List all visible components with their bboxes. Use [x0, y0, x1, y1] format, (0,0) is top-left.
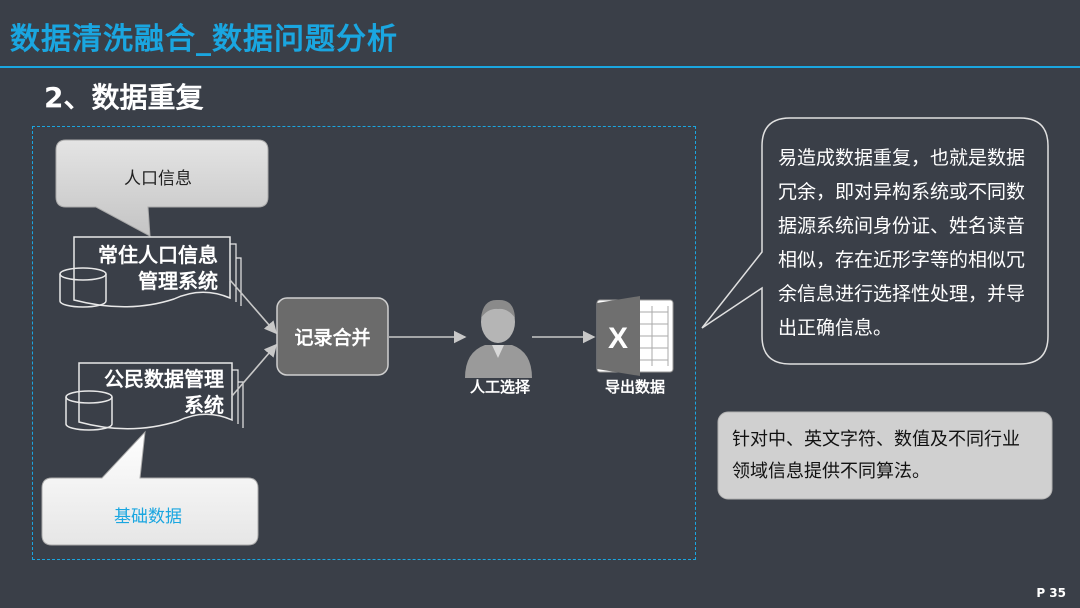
system2-document [78, 362, 244, 430]
diagram-frame [32, 126, 696, 560]
system1-label-line1: 常住人口信息 [98, 243, 218, 267]
person-label: 人工选择 [469, 378, 530, 396]
arrow-system2-merge [231, 343, 278, 397]
description-bubble [701, 117, 1049, 365]
population-callout [55, 139, 269, 237]
note-line-1: 针对中、英文字符、数值及不同行业 [732, 429, 1020, 450]
system1-label: 常住人口信息 管理系统 [92, 242, 218, 294]
bubble-line-1: 易造成数据重复，也就是数据 [778, 147, 1026, 169]
bubble-line-2: 冗余，即对异构系统或不同数 [778, 181, 1026, 203]
note-line-2: 领域信息提供不同算法。 [732, 461, 930, 482]
page-number: P 35 [1036, 586, 1066, 600]
system2-label-line1: 公民数据管理 [104, 367, 224, 391]
person-icon [465, 299, 532, 378]
base-data-label: 基础数据 [114, 507, 182, 527]
svg-text:X: X [608, 322, 628, 355]
bubble-line-5: 余信息进行选择性处理，并导 [778, 283, 1026, 305]
system1-document [73, 236, 242, 308]
base-data-callout [41, 430, 259, 546]
note-box-text: 针对中、英文字符、数值及不同行业 领域信息提供不同算法。 [732, 424, 1020, 488]
slide-title: 数据清洗融合_数据问题分析 [10, 22, 398, 57]
system2-label: 公民数据管理 系统 [100, 366, 224, 418]
bubble-line-6: 出正确信息。 [778, 317, 893, 339]
system2-database-icon [65, 390, 113, 431]
arrow-system1-merge [229, 279, 278, 335]
system1-database-icon [59, 267, 107, 308]
excel-icon: X [596, 296, 674, 376]
system2-label-line2: 系统 [184, 393, 224, 417]
bubble-line-4: 相似，存在近形字等的相似冗 [778, 249, 1026, 271]
merge-box [276, 297, 389, 376]
title-divider [0, 66, 1080, 68]
system1-label-line2: 管理系统 [138, 269, 218, 293]
section-heading: 2、数据重复 [44, 81, 204, 114]
export-label: 导出数据 [604, 378, 665, 396]
bubble-text: 易造成数据重复，也就是数据 冗余，即对异构系统或不同数 据源系统间身份证、姓名读… [778, 141, 1025, 345]
merge-box-label: 记录合并 [294, 327, 371, 349]
bubble-line-3: 据源系统间身份证、姓名读音 [778, 215, 1026, 237]
population-callout-label: 人口信息 [124, 169, 192, 189]
algorithm-note-box [717, 411, 1053, 500]
